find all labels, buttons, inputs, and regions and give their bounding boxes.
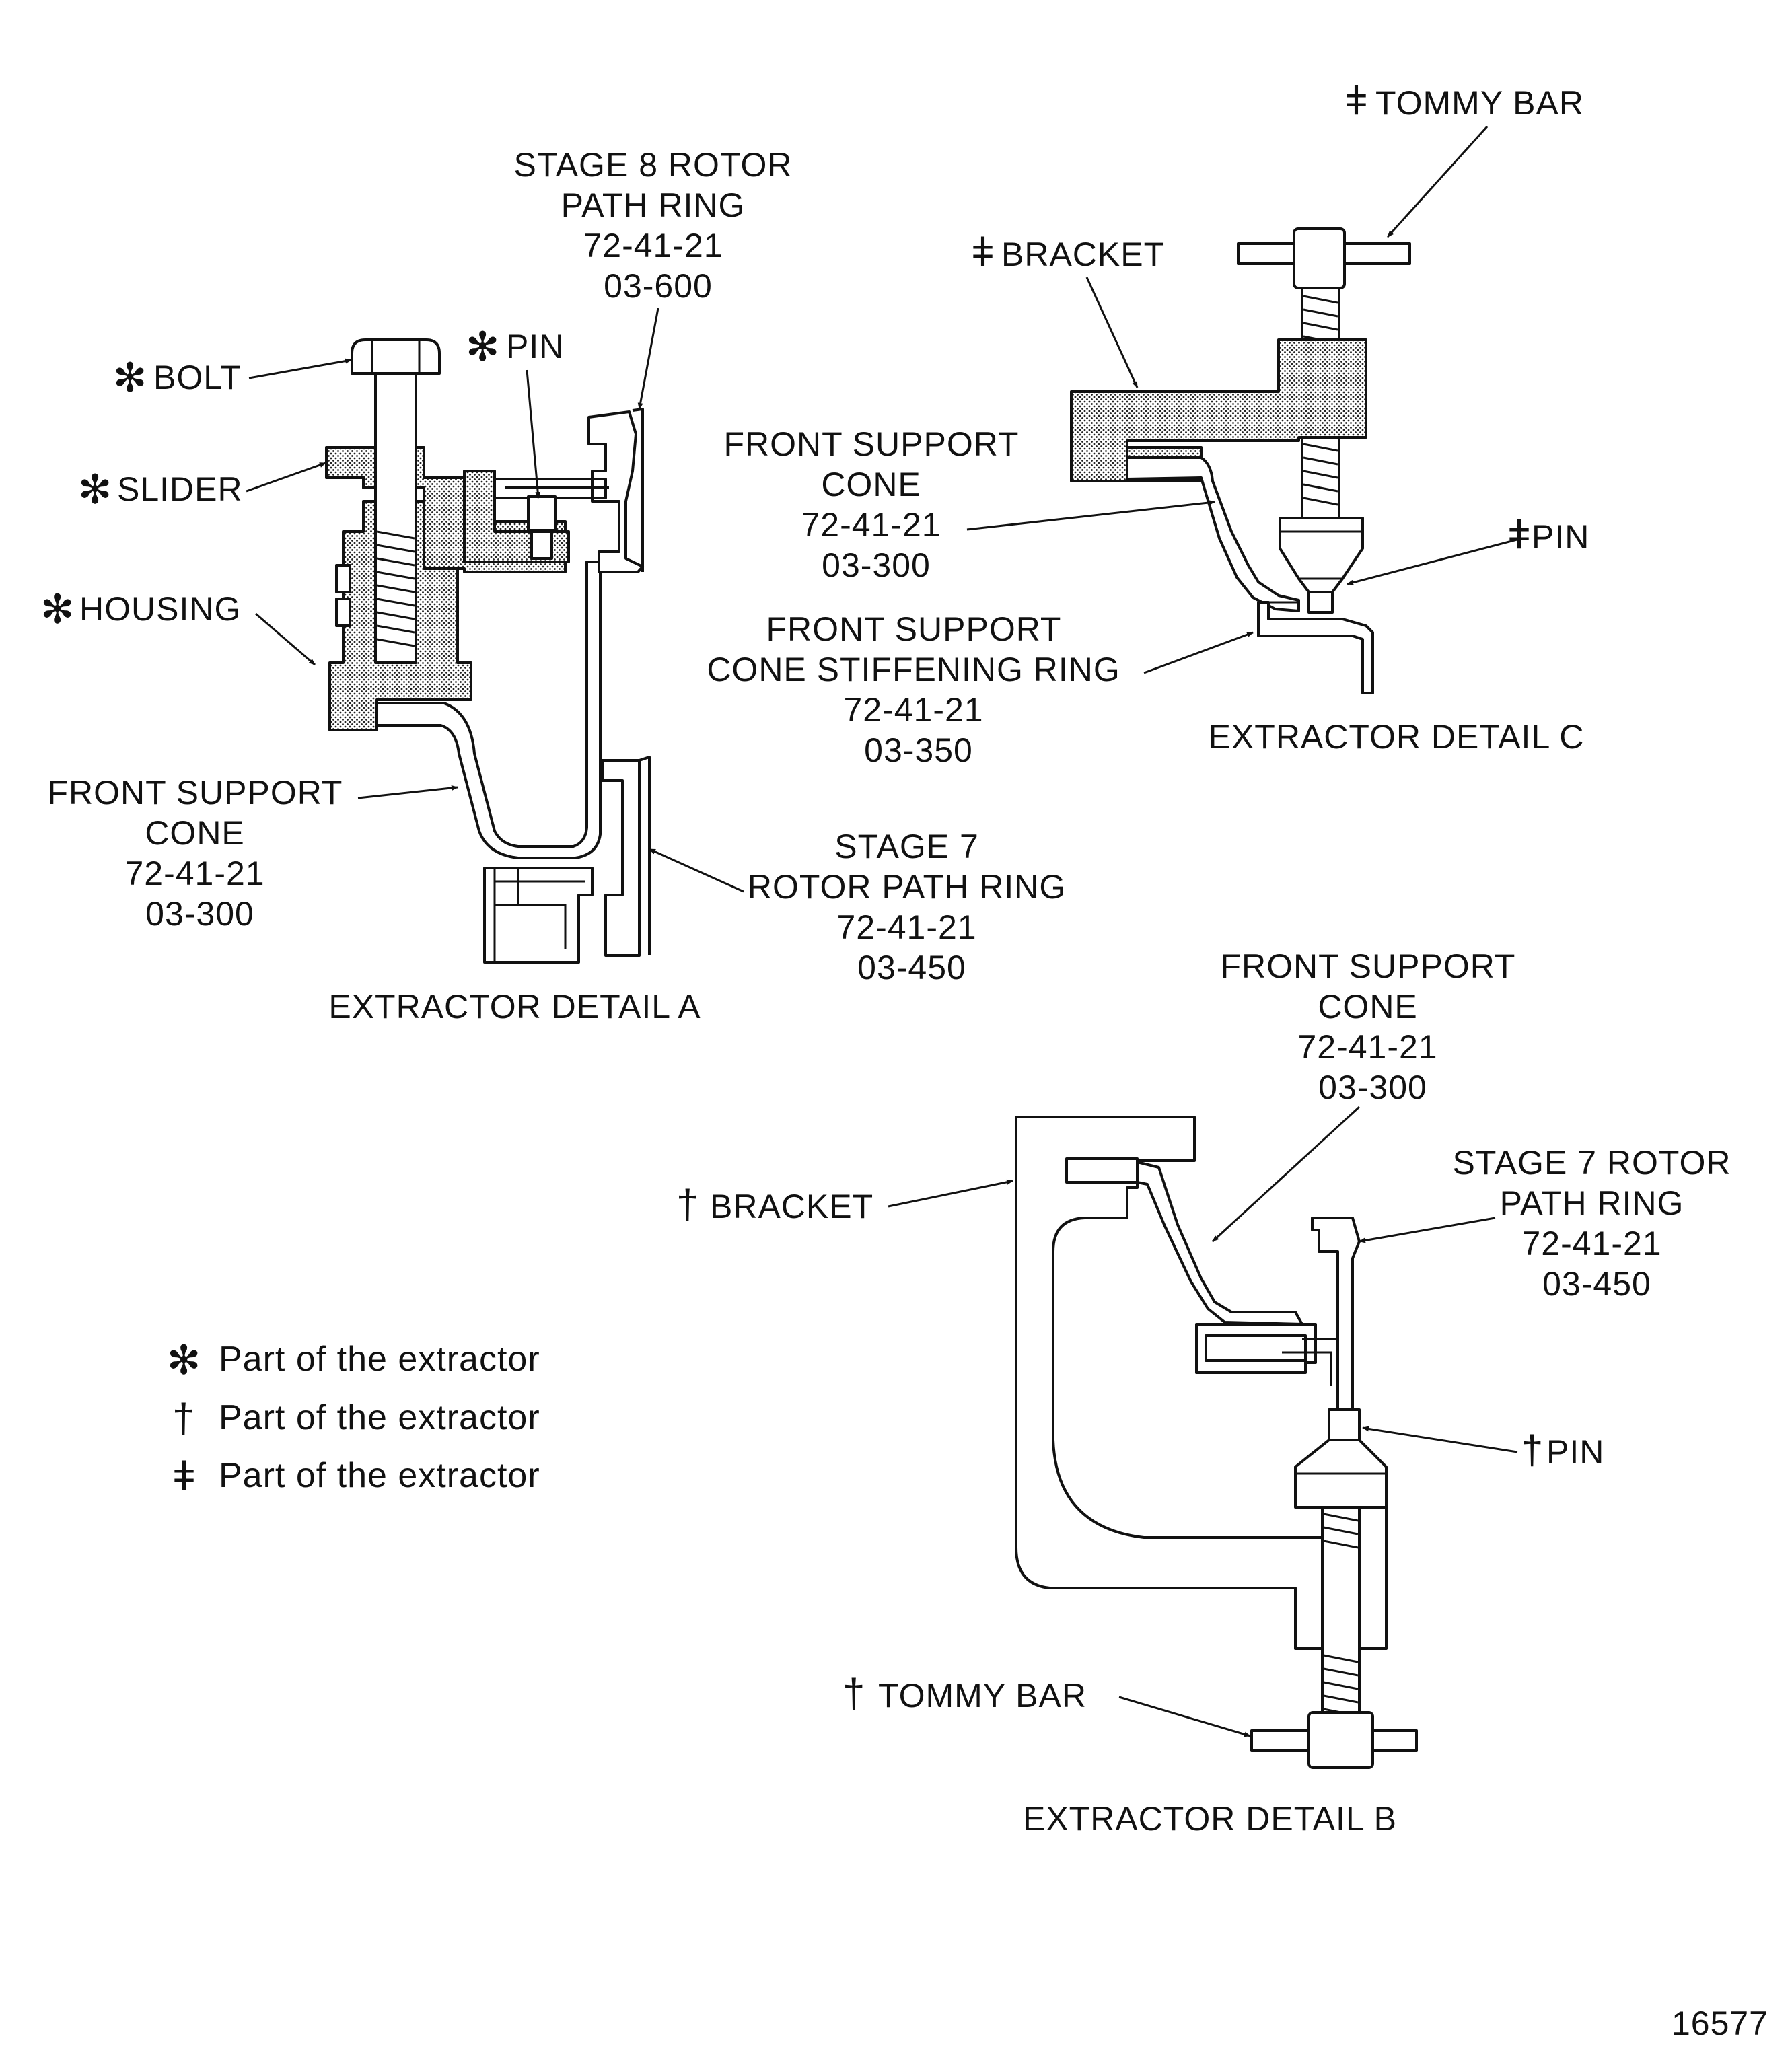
detail-c-stiffening-ring-leader xyxy=(1143,631,1254,674)
detail-c-tommy-bar-hub xyxy=(1293,227,1346,289)
detail-b-front-support-cone xyxy=(1137,1161,1303,1326)
detail-a-cone-leader xyxy=(357,785,458,799)
detail-c-pin-body xyxy=(1279,517,1364,593)
svg-text:HOUSING: HOUSING xyxy=(79,590,241,628)
detail-a-drawing xyxy=(325,338,651,964)
svg-text:ǂ: ǂ xyxy=(172,1453,196,1498)
detail-c-tommy-bar-callout: ǂ TOMMY BAR xyxy=(1345,78,1584,123)
detail-a-bolt-shank xyxy=(374,372,417,664)
detail-c-drawing xyxy=(1070,227,1411,694)
svg-text:PIN: PIN xyxy=(506,328,564,365)
detail-a-pin-callout: ✻ PIN xyxy=(466,324,564,369)
detail-c-bracket xyxy=(1070,338,1367,482)
svg-text:Part of the extractor: Part of the extractor xyxy=(219,1398,540,1437)
detail-a-caption: EXTRACTOR DETAIL A xyxy=(328,988,701,1025)
legend-item: ǂ Part of the extractor xyxy=(172,1453,540,1498)
svg-text:PIN: PIN xyxy=(1532,518,1589,556)
detail-a-stage-8-leader xyxy=(637,308,659,410)
detail-a-cone-label: FRONT SUPPORT CONE 72-41-21 03-300 xyxy=(48,774,353,933)
svg-text:SLIDER: SLIDER xyxy=(117,470,243,508)
detail-c-pin-leader xyxy=(1347,537,1523,585)
detail-c-cone-label: FRONT SUPPORT CONE 72-41-21 03-300 xyxy=(724,425,1029,584)
detail-b-cone-leader xyxy=(1211,1106,1361,1243)
svg-text:✻: ✻ xyxy=(40,587,74,632)
detail-a-bolt-head xyxy=(351,338,441,375)
detail-a-bolt-thread xyxy=(376,530,415,647)
svg-text:ǂ: ǂ xyxy=(1345,78,1368,123)
detail-c-bracket-callout: ǂ BRACKET xyxy=(971,229,1165,275)
detail-a-pin-leader xyxy=(526,369,541,499)
detail-c-pin xyxy=(1307,591,1334,614)
detail-b-drawing xyxy=(1015,1116,1418,1769)
detail-b-stage-7-leader xyxy=(1359,1217,1496,1243)
detail-a-pin xyxy=(527,495,557,532)
detail-c-stiffening-ring xyxy=(1257,601,1374,694)
svg-text:†: † xyxy=(1521,1427,1543,1472)
detail-b-tommy-bar-leader xyxy=(1118,1696,1251,1737)
detail-c-tommy-bar-leader xyxy=(1386,125,1489,238)
svg-text:✻: ✻ xyxy=(113,355,147,400)
detail-b-tommy-bar-hub xyxy=(1307,1711,1374,1769)
detail-a-slider-callout: ✻ SLIDER xyxy=(78,467,243,512)
detail-a-stage-7-label: STAGE 7 ROTOR PATH RING 72-41-21 03-450 xyxy=(748,828,1076,986)
svg-text:Part of the extractor: Part of the extractor xyxy=(219,1340,540,1379)
detail-b-tommy-bar-callout: † TOMMY BAR xyxy=(843,1671,1087,1716)
legend-item: † Part of the extractor xyxy=(172,1396,540,1441)
detail-c-front-support-cone xyxy=(1126,456,1300,612)
detail-a-stage-7-leader xyxy=(649,848,744,893)
detail-a-stage-7-rim xyxy=(639,756,651,955)
detail-b-pin-leader xyxy=(1362,1426,1518,1453)
detail-a-stage-8-ring xyxy=(587,410,644,573)
svg-text:TOMMY BAR: TOMMY BAR xyxy=(1375,84,1584,122)
detail-b-stage-7-ring xyxy=(1311,1217,1361,1414)
svg-text:BRACKET: BRACKET xyxy=(1001,236,1165,273)
detail-b: FRONT SUPPORT CONE 72-41-21 03-300 † BRA… xyxy=(676,947,1742,1838)
svg-text:ǂ: ǂ xyxy=(971,229,995,275)
detail-c-bracket-leader xyxy=(1085,277,1139,388)
svg-text:†: † xyxy=(172,1396,194,1441)
detail-b-lower-flange xyxy=(1195,1323,1317,1374)
svg-text:†: † xyxy=(843,1671,865,1716)
detail-a: STAGE 8 ROTOR PATH RING 72-41-21 03-600 … xyxy=(40,146,1076,1025)
detail-a-stage-7-ring xyxy=(601,759,641,957)
detail-c: ǂ TOMMY BAR ǂ BRACKET FRONT SUPPORT CONE… xyxy=(707,78,1589,769)
detail-a-stage-8-label: STAGE 8 ROTOR PATH RING 72-41-21 03-600 xyxy=(514,146,803,305)
detail-c-stiffening-ring-label: FRONT SUPPORT CONE STIFFENING RING 72-41… xyxy=(707,610,1130,769)
detail-c-caption: EXTRACTOR DETAIL C xyxy=(1209,718,1585,756)
detail-b-bracket-leader xyxy=(888,1179,1013,1208)
figure-number: 16577 xyxy=(1672,2004,1768,2042)
svg-text:✻: ✻ xyxy=(78,467,112,512)
svg-text:PIN: PIN xyxy=(1546,1433,1604,1471)
svg-text:BRACKET: BRACKET xyxy=(710,1188,873,1225)
detail-a-front-support-cone xyxy=(349,561,602,859)
svg-text:✻: ✻ xyxy=(167,1338,201,1383)
svg-text:ǂ: ǂ xyxy=(1507,512,1531,557)
detail-a-bolt-callout: ✻ BOLT xyxy=(113,355,242,400)
detail-c-pin-callout: ǂ PIN xyxy=(1507,512,1589,557)
svg-text:Part of the extractor: Part of the extractor xyxy=(219,1456,540,1495)
detail-b-caption: EXTRACTOR DETAIL B xyxy=(1023,1800,1397,1838)
detail-b-pin xyxy=(1328,1408,1361,1441)
legend: ✻ Part of the extractor † Part of the ex… xyxy=(167,1338,540,1498)
svg-text:TOMMY BAR: TOMMY BAR xyxy=(878,1677,1087,1714)
detail-c-cone-leader xyxy=(966,500,1215,531)
detail-a-bolt-leader xyxy=(248,358,352,379)
svg-text:†: † xyxy=(676,1182,698,1227)
detail-a-housing-callout: ✻ HOUSING xyxy=(40,587,241,632)
detail-b-cone-label: FRONT SUPPORT CONE 72-41-21 03-300 xyxy=(1221,947,1526,1106)
detail-a-housing-leader xyxy=(255,612,316,666)
detail-b-bracket-callout: † BRACKET xyxy=(676,1182,873,1227)
detail-b-pin-callout: † PIN xyxy=(1521,1427,1604,1472)
legend-item: ✻ Part of the extractor xyxy=(167,1338,540,1383)
detail-a-slider-leader xyxy=(246,462,326,493)
detail-b-stage-7-label: STAGE 7 ROTOR PATH RING 72-41-21 03-450 xyxy=(1453,1144,1742,1303)
svg-text:✻: ✻ xyxy=(466,324,499,369)
svg-text:BOLT: BOLT xyxy=(153,359,242,396)
